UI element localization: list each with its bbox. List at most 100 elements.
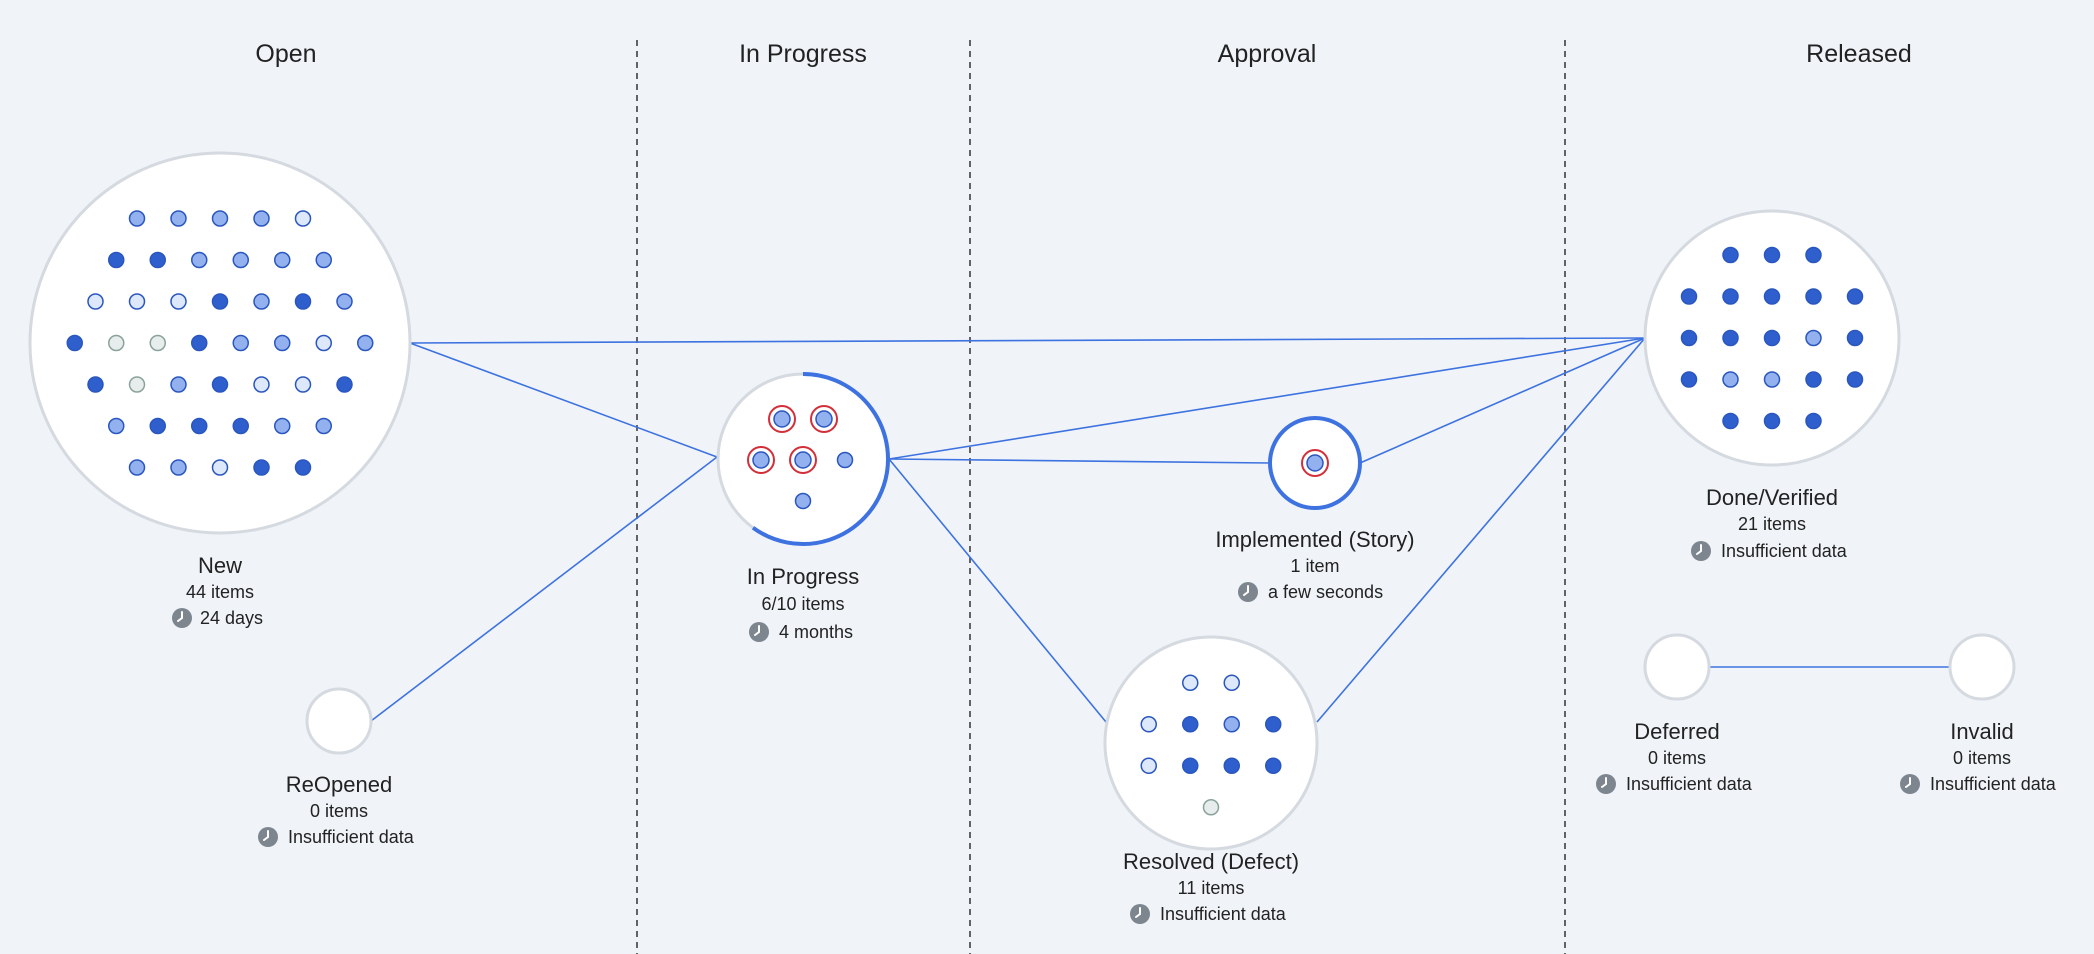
work-item-dot[interactable] (1722, 246, 1739, 264)
work-item-dot[interactable] (108, 334, 125, 352)
work-item-dot[interactable] (1202, 799, 1220, 816)
status-node-invalid[interactable] (1948, 633, 2016, 701)
work-item-dot[interactable] (191, 251, 208, 269)
work-item-dot[interactable] (315, 251, 332, 269)
work-item-dot[interactable] (66, 334, 83, 352)
work-item-dot[interactable] (1846, 371, 1864, 388)
work-item-dot[interactable] (1265, 757, 1282, 774)
work-item-dot[interactable] (773, 410, 791, 428)
work-item-dot[interactable] (1223, 716, 1240, 733)
work-item-dot[interactable] (1223, 757, 1240, 774)
status-node-in-progress[interactable] (716, 372, 890, 546)
work-item-dot[interactable] (1763, 288, 1781, 305)
work-item-dot[interactable] (1680, 329, 1698, 347)
work-item-dot[interactable] (253, 376, 270, 393)
status-node-new[interactable] (28, 151, 412, 535)
work-item-dot[interactable] (1763, 246, 1781, 264)
work-item-dot[interactable] (211, 376, 229, 393)
work-item-dot[interactable] (211, 293, 229, 310)
work-item-dot[interactable] (128, 210, 146, 227)
work-item-dot[interactable] (274, 251, 291, 269)
work-item-dot[interactable] (294, 459, 312, 476)
work-item-dot[interactable] (1805, 246, 1822, 264)
work-item-dot[interactable] (1182, 674, 1199, 691)
work-item-dot[interactable] (232, 417, 249, 435)
work-item-dot[interactable] (815, 410, 833, 428)
work-item-dot[interactable] (1140, 757, 1157, 774)
work-item-dot[interactable] (794, 492, 812, 510)
work-item-dot[interactable] (253, 293, 270, 310)
work-item-dot[interactable] (1680, 371, 1698, 388)
work-item-dot[interactable] (128, 293, 146, 310)
work-item-dot[interactable] (315, 334, 332, 352)
work-item-dot[interactable] (87, 376, 104, 393)
work-item-dot[interactable] (1182, 716, 1199, 733)
work-item-dot[interactable] (274, 417, 291, 435)
work-item-dot[interactable] (170, 376, 187, 393)
work-item-dot[interactable] (149, 417, 166, 435)
work-item-dot[interactable] (1722, 371, 1739, 388)
work-item-dot[interactable] (128, 376, 146, 393)
work-item-dot[interactable] (336, 376, 353, 393)
work-item-dot[interactable] (1763, 371, 1781, 388)
node-count: 11 items (1178, 878, 1245, 898)
work-item-dot[interactable] (836, 451, 854, 469)
work-item-dot[interactable] (149, 251, 166, 269)
status-node-reopened[interactable] (305, 687, 373, 755)
work-item-dot[interactable] (128, 459, 146, 476)
work-item-dot[interactable] (170, 459, 187, 476)
work-item-dot[interactable] (1722, 288, 1739, 305)
work-item-dot[interactable] (294, 293, 312, 310)
node-circle[interactable] (28, 151, 412, 535)
work-item-dot[interactable] (1680, 288, 1698, 305)
work-item-dot[interactable] (108, 417, 125, 435)
work-item-dot[interactable] (274, 334, 291, 352)
work-item-dot[interactable] (1846, 329, 1864, 347)
status-node-resolved[interactable] (1103, 635, 1319, 851)
work-item-dot[interactable] (211, 459, 229, 476)
work-item-dot[interactable] (191, 417, 208, 435)
work-item-dot[interactable] (294, 376, 312, 393)
work-item-dot[interactable] (752, 451, 770, 469)
work-item-dot[interactable] (1763, 329, 1781, 347)
work-item-dot[interactable] (336, 293, 353, 310)
status-node-implemented[interactable] (1268, 416, 1362, 510)
edge-implemented-to-done (1359, 337, 1646, 464)
work-item-dot[interactable] (1805, 288, 1822, 305)
work-item-dot[interactable] (253, 459, 270, 476)
work-item-dot[interactable] (294, 210, 312, 227)
node-circle[interactable] (1103, 635, 1319, 851)
node-circle[interactable] (305, 687, 373, 755)
work-item-dot[interactable] (170, 293, 187, 310)
work-item-dot[interactable] (1722, 412, 1739, 430)
node-circle[interactable] (1643, 633, 1711, 701)
work-item-dot[interactable] (1140, 716, 1157, 733)
work-item-dot[interactable] (253, 210, 270, 227)
work-item-dot[interactable] (315, 417, 332, 435)
work-item-dot[interactable] (1182, 757, 1199, 774)
work-item-dot[interactable] (1805, 412, 1822, 430)
node-label-implemented: Implemented (Story) 1 item a few seconds (1215, 527, 1415, 602)
node-circle[interactable] (1948, 633, 2016, 701)
work-item-dot[interactable] (170, 210, 187, 227)
work-item-dot[interactable] (149, 334, 166, 352)
work-item-dot[interactable] (357, 334, 374, 352)
work-item-dot[interactable] (87, 293, 104, 310)
work-item-dot[interactable] (1805, 371, 1822, 388)
work-item-dot[interactable] (1846, 288, 1864, 305)
work-item-dot[interactable] (211, 210, 229, 227)
work-item-dot[interactable] (1722, 329, 1739, 347)
work-item-dot[interactable] (1805, 329, 1822, 347)
work-item-dot[interactable] (794, 451, 812, 469)
work-item-dot[interactable] (232, 251, 249, 269)
work-item-dot[interactable] (191, 334, 208, 352)
work-item-dot[interactable] (1763, 412, 1781, 430)
work-item-dot[interactable] (1223, 674, 1240, 691)
work-item-dot[interactable] (1306, 454, 1324, 472)
work-item-dot[interactable] (232, 334, 249, 352)
work-item-dot[interactable] (108, 251, 125, 269)
status-node-deferred[interactable] (1643, 633, 1711, 701)
clock-icon (1900, 774, 1920, 794)
status-node-done[interactable] (1643, 209, 1901, 467)
work-item-dot[interactable] (1265, 716, 1282, 733)
